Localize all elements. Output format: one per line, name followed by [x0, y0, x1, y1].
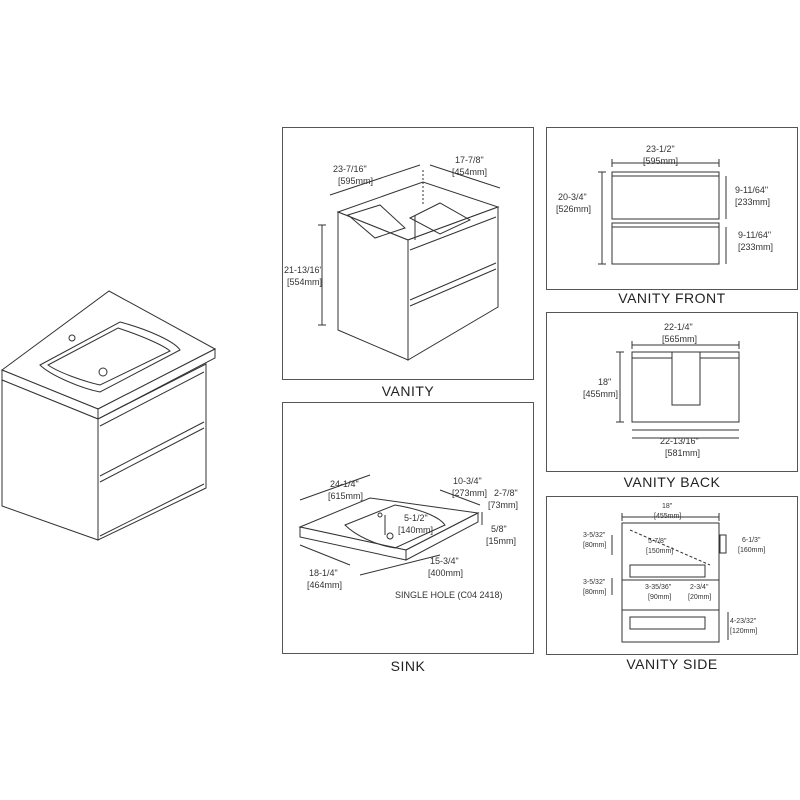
front-width-mm: [595mm] — [643, 156, 678, 166]
sink-drain-in: 5-1/2" — [404, 513, 428, 523]
sink-drawing — [298, 474, 483, 576]
vanity-width-in: 23-7/16" — [333, 164, 367, 174]
vanity-back-drawing — [616, 341, 740, 439]
sink-bowl-l-in: 15-3/4" — [430, 556, 459, 566]
side-c-mm: [160mm] — [738, 547, 765, 554]
side-b-mm: [150mm] — [646, 548, 673, 555]
side-g-mm: [120mm] — [730, 628, 757, 635]
sink-width-in: 24-1/4" — [330, 479, 359, 489]
vanity-depth-mm: [454mm] — [452, 167, 487, 177]
sink-bowl-w-in: 10-3/4" — [453, 476, 482, 486]
sink-hole-in: 2-7/8" — [494, 488, 518, 498]
side-b-in: 5-7/8" — [648, 538, 667, 545]
sink-width-mm: [615mm] — [328, 491, 363, 501]
vanity-back-caption: VANITY BACK — [623, 474, 721, 490]
vanity-depth-in: 17-7/8" — [455, 155, 484, 165]
front-drawer2-mm: [233mm] — [738, 242, 773, 252]
vanity-front-drawing — [598, 159, 727, 265]
back-bottom-in: 22-13/16" — [660, 436, 699, 446]
sink-hole-mm: [73mm] — [488, 500, 518, 510]
front-drawer2-in: 9-11/64" — [738, 230, 771, 240]
sink-note: SINGLE HOLE (C04 2418) — [395, 590, 503, 600]
sink-thick-in: 5/8" — [491, 524, 507, 534]
side-depth-in: 18" — [662, 503, 673, 510]
side-f-mm: [20mm] — [688, 594, 711, 601]
vanity-drawing — [318, 164, 501, 361]
side-e-mm: [90mm] — [648, 594, 671, 601]
front-height-in: 20-3/4" — [558, 192, 587, 202]
sink-bowl-l-mm: [400mm] — [428, 568, 463, 578]
front-drawer1-in: 9-11/64" — [735, 185, 768, 195]
back-bottom-mm: [581mm] — [665, 448, 700, 458]
side-d-mm: [80mm] — [583, 589, 606, 596]
vanity-caption: VANITY — [381, 383, 435, 399]
vanity-side-caption: VANITY SIDE — [626, 656, 718, 672]
sink-thick-mm: [15mm] — [486, 536, 516, 546]
vanity-height-mm: [554mm] — [287, 277, 322, 287]
side-f-in: 2-3/4" — [690, 584, 709, 591]
side-depth-mm: [455mm] — [654, 513, 681, 520]
sink-drain-mm: [140mm] — [398, 525, 433, 535]
sink-bowl-w-mm: [273mm] — [452, 488, 487, 498]
front-height-mm: [526mm] — [556, 204, 591, 214]
back-height-mm: [455mm] — [583, 389, 618, 399]
vanity-front-caption: VANITY FRONT — [618, 290, 726, 306]
side-e-in: 3-35/36" — [645, 584, 672, 591]
back-height-in: 18" — [598, 377, 611, 387]
side-d-in: 3-5/32" — [583, 579, 606, 586]
vanity-side-drawing — [611, 513, 729, 643]
front-width-in: 23-1/2" — [646, 144, 675, 154]
sink-depth-mm: [464mm] — [307, 580, 342, 590]
vanity-width-mm: [595mm] — [338, 176, 373, 186]
side-g-in: 4-23/32" — [730, 618, 757, 625]
side-a-mm: [80mm] — [583, 542, 606, 549]
front-drawer1-mm: [233mm] — [735, 197, 770, 207]
sink-depth-in: 18-1/4" — [309, 568, 338, 578]
vanity-height-in: 21-13/16" — [284, 265, 323, 275]
back-top-mm: [565mm] — [662, 334, 697, 344]
back-top-in: 22-1/4" — [664, 322, 693, 332]
side-a-in: 3-5/32" — [583, 532, 606, 539]
sink-caption: SINK — [390, 658, 426, 674]
isometric-vanity-drawing — [0, 290, 217, 541]
side-c-in: 6-1/3" — [742, 537, 761, 544]
